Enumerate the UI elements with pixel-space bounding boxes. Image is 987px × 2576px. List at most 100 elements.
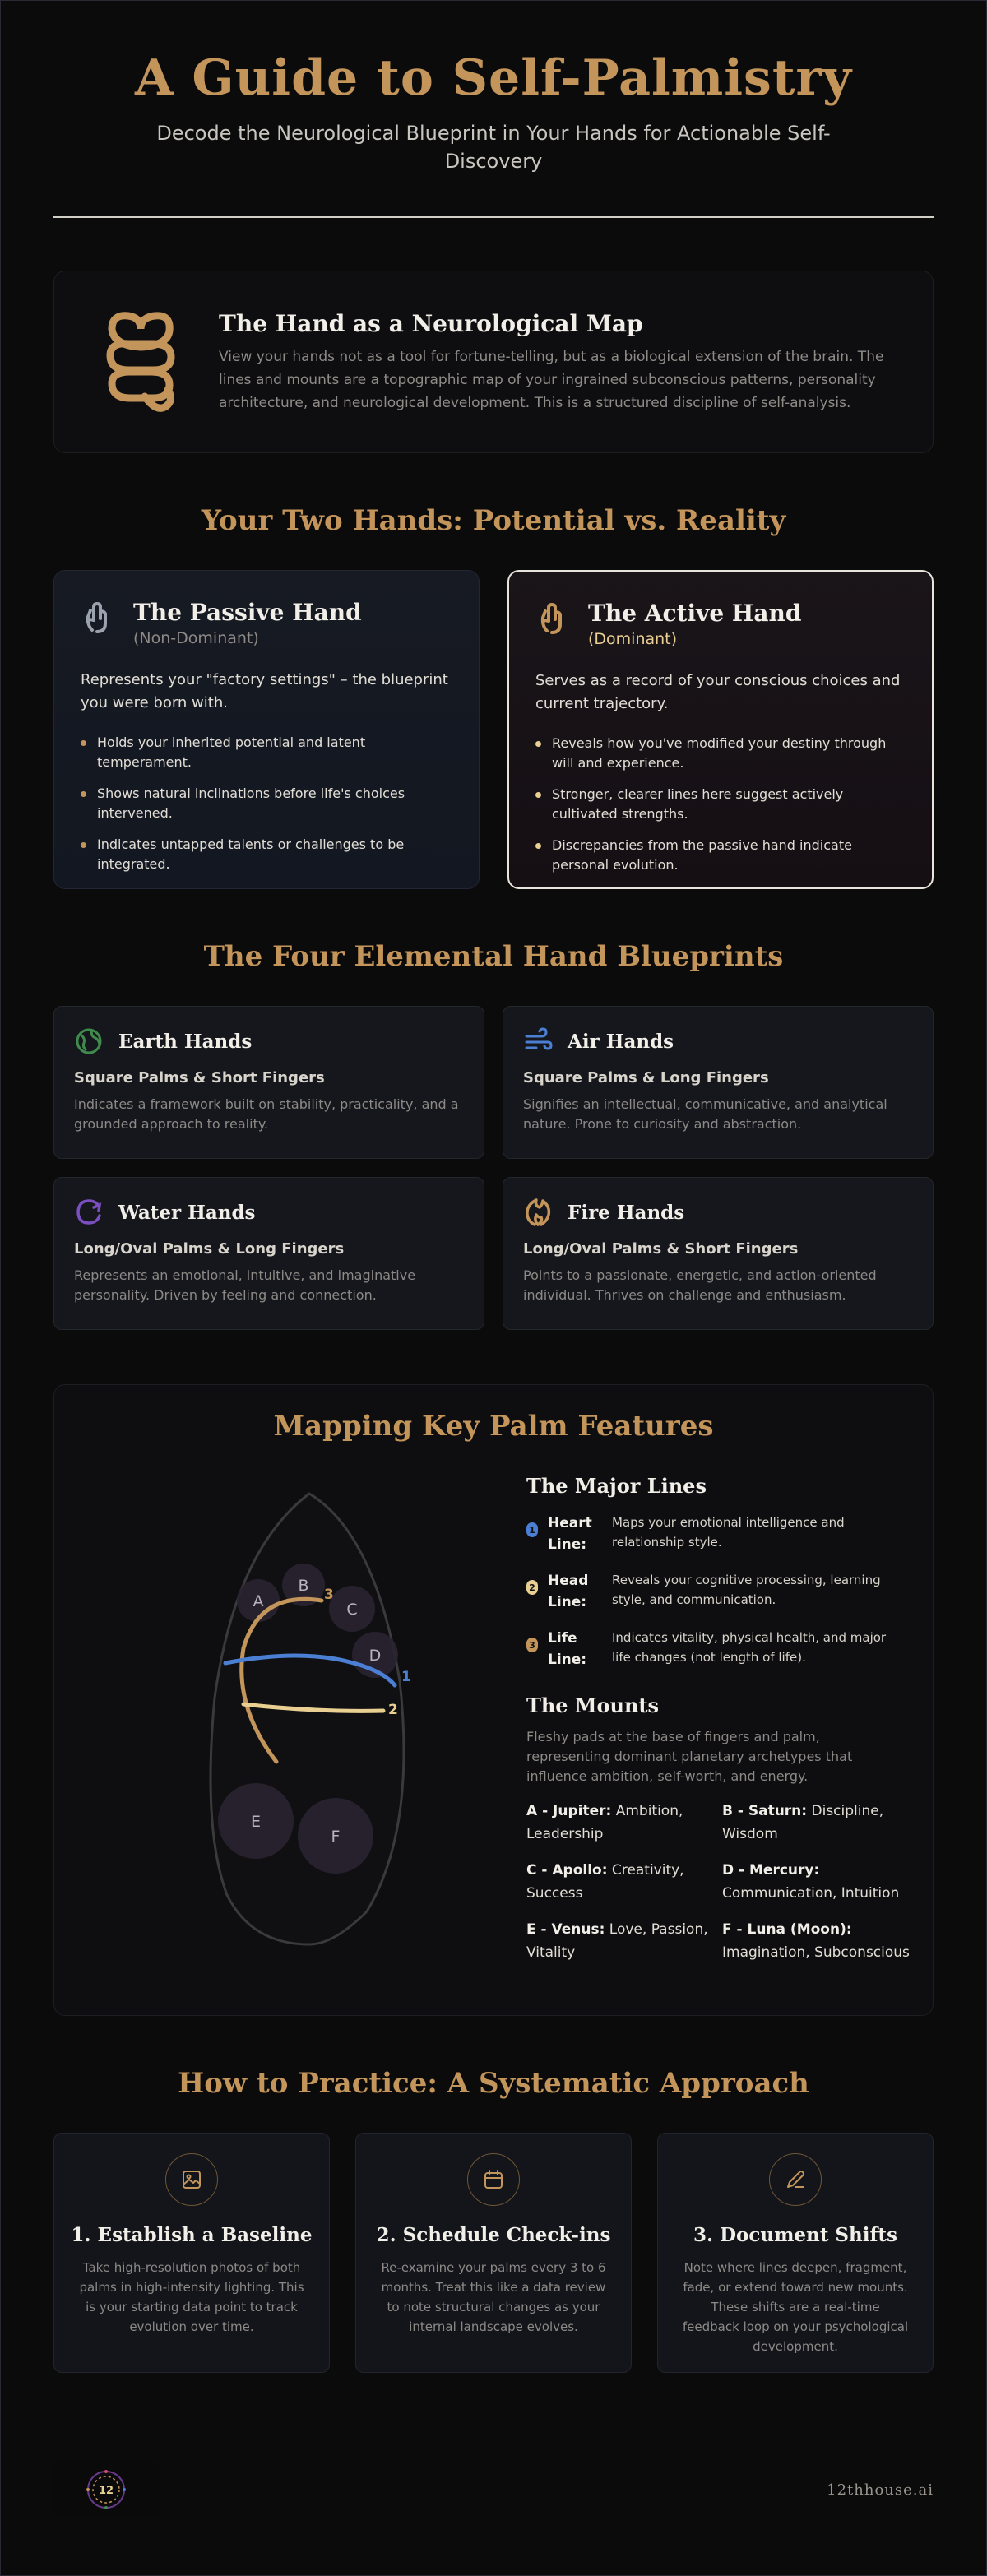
mount-name: C - Apollo: [526,1862,608,1879]
mount-item: F - Luna (Moon): Imagination, Subconscio… [722,1918,911,1964]
practice-step-card: 3. Document Shifts Note where lines deep… [657,2133,934,2373]
element-card-air: Air Hands Square Palms & Long Fingers Si… [503,1006,934,1159]
line-desc: Reveals your cognitive processing, learn… [612,1573,881,1607]
line-name: Head Line: [548,1573,589,1610]
element-description: Represents an emotional, intuitive, and … [74,1267,416,1303]
line-badge: 1 [526,1522,538,1537]
element-card-earth: Earth Hands Square Palms & Short Fingers… [53,1006,484,1159]
elements-grid: Earth Hands Square Palms & Short Fingers… [53,1006,934,1330]
line-item-heart: 1 Heart Line: Maps your emotional intell… [526,1513,905,1555]
mount-b [282,1564,325,1606]
calendar-icon [484,2170,503,2189]
image-icon [183,2171,201,2189]
line-badge: 2 [526,1580,538,1595]
list-item: Reveals how you've modified your destiny… [535,734,906,773]
zodiac-wheel-icon: 12 [86,2470,126,2509]
line-number-3: 3 [324,1587,334,1603]
hands-section-title: Your Two Hands: Potential vs. Reality [201,504,786,537]
list-item: Discrepancies from the passive hand indi… [535,836,906,875]
intro-card: The Hand as a Neurological Map View your… [53,271,934,453]
mount-desc: Communication, Intuition [722,1885,900,1902]
element-subtitle: Long/Oval Palms & Short Fingers [523,1240,799,1258]
mount-label-f: F [331,1828,341,1846]
list-item: Holds your inherited potential and laten… [81,733,452,772]
step-title: 3. Document Shifts [693,2224,897,2246]
practice-step-card: 1. Establish a Baseline Take high-resolu… [53,2133,330,2373]
line-desc: Indicates vitality, physical health, and… [612,1630,887,1665]
element-subtitle: Square Palms & Long Fingers [523,1069,769,1086]
step-description: Re-examine your palms every 3 to 6 month… [381,2260,606,2334]
palm-mapping-section: Mapping Key Palm Features A B C D E F 1 … [53,1384,934,2016]
palm-legend: The Major Lines 1 Heart Line: Maps your … [526,1474,910,1964]
step-title: 2. Schedule Check-ins [376,2224,611,2246]
logo-text: 12 [99,2485,114,2497]
active-hand-subtitle: (Dominant) [588,630,678,648]
pen-icon [787,2171,804,2188]
mount-name: F - Luna (Moon): [722,1921,852,1938]
mount-name: A - Jupiter: [526,1803,612,1819]
list-item: Indicates untapped talents or challenges… [81,835,452,874]
intro-text: View your hands not as a tool for fortun… [219,348,884,411]
flame-icon [526,1198,551,1226]
mounts-title: The Mounts [526,1693,660,1717]
element-title: Water Hands [118,1201,256,1224]
mount-c [329,1586,375,1632]
mapping-section-title: Mapping Key Palm Features [273,1410,714,1443]
mount-desc: Imagination, Subconscious [722,1944,910,1961]
element-card-fire: Fire Hands Long/Oval Palms & Short Finge… [503,1177,934,1330]
step-description: Note where lines deepen, fragment, fade,… [682,2260,909,2354]
step-title: 1. Establish a Baseline [71,2224,313,2246]
elements-section-title: The Four Elemental Hand Blueprints [203,940,784,973]
intro-title: The Hand as a Neurological Map [219,309,643,337]
palm-diagram: A B C D E F 1 2 3 [209,1492,411,1946]
step-description: Take high-resolution photos of both palm… [79,2260,304,2334]
line-number-2: 2 [388,1702,398,1718]
mounts-intro: Fleshy pads at the base of fingers and p… [526,1729,853,1784]
major-lines-title: The Major Lines [526,1474,707,1498]
element-subtitle: Long/Oval Palms & Long Fingers [74,1240,345,1258]
element-description: Signifies an intellectual, communicative… [523,1096,887,1132]
mount-desc: Love, Passion, Vitality [526,1921,708,1961]
element-title: Fire Hands [568,1201,685,1224]
brain-knot-icon [106,312,175,412]
header: A Guide to Self-Palmistry Decode the Neu… [53,1,934,175]
mount-item: B - Saturn: Discipline, Wisdom [722,1800,911,1846]
mount-desc: Ambition, Leadership [526,1803,683,1842]
list-item: Stronger, clearer lines here suggest act… [535,785,906,824]
brand-name[interactable]: 12thhouse.ai [827,2481,934,2499]
mount-name: B - Saturn: [722,1803,808,1819]
mount-f [298,1798,373,1874]
palm-outline [209,1492,405,1946]
line-desc: Maps your emotional intelligence and rel… [612,1515,845,1550]
active-hand-card: The Active Hand (Dominant) Serves as a r… [507,570,934,889]
wind-icon [525,1027,553,1050]
practice-steps: 1. Establish a Baseline Take high-resolu… [53,2133,934,2373]
mount-name: D - Mercury: [722,1862,820,1879]
mount-label-e: E [251,1813,261,1831]
life-line [239,1596,324,1764]
page-title: A Guide to Self-Palmistry [134,49,853,107]
line-name: Heart Line: [548,1515,592,1553]
hand-icon [540,603,562,634]
list-item: Shows natural inclinations before life's… [81,784,452,823]
element-title: Earth Hands [118,1030,253,1053]
hand-icon [86,602,107,633]
element-card-water: Water Hands Long/Oval Palms & Long Finge… [53,1177,484,1330]
mount-label-c: C [346,1601,357,1619]
mount-item: C - Apollo: Creativity, Success [526,1859,722,1905]
globe-icon [76,1028,102,1054]
line-item-life: 3 Life Line: Indicates vitality, physica… [526,1628,905,1670]
passive-hand-description: Represents your "factory settings" – the… [81,671,448,711]
brand-logo[interactable]: 12 [53,2462,159,2517]
head-line [241,1702,386,1713]
header-divider [53,216,934,218]
mount-e [218,1783,294,1859]
heart-line [223,1653,397,1688]
element-subtitle: Square Palms & Short Fingers [74,1069,325,1086]
mounts-grid: A - Jupiter: Ambition, Leadership B - Sa… [526,1800,910,1964]
passive-hand-card: The Passive Hand (Non-Dominant) Represen… [53,570,480,889]
active-hand-title: The Active Hand [588,600,802,627]
element-description: Points to a passionate, energetic, and a… [523,1267,877,1303]
mount-item: A - Jupiter: Ambition, Leadership [526,1800,722,1846]
active-hand-description: Serves as a record of your conscious cho… [535,672,901,712]
